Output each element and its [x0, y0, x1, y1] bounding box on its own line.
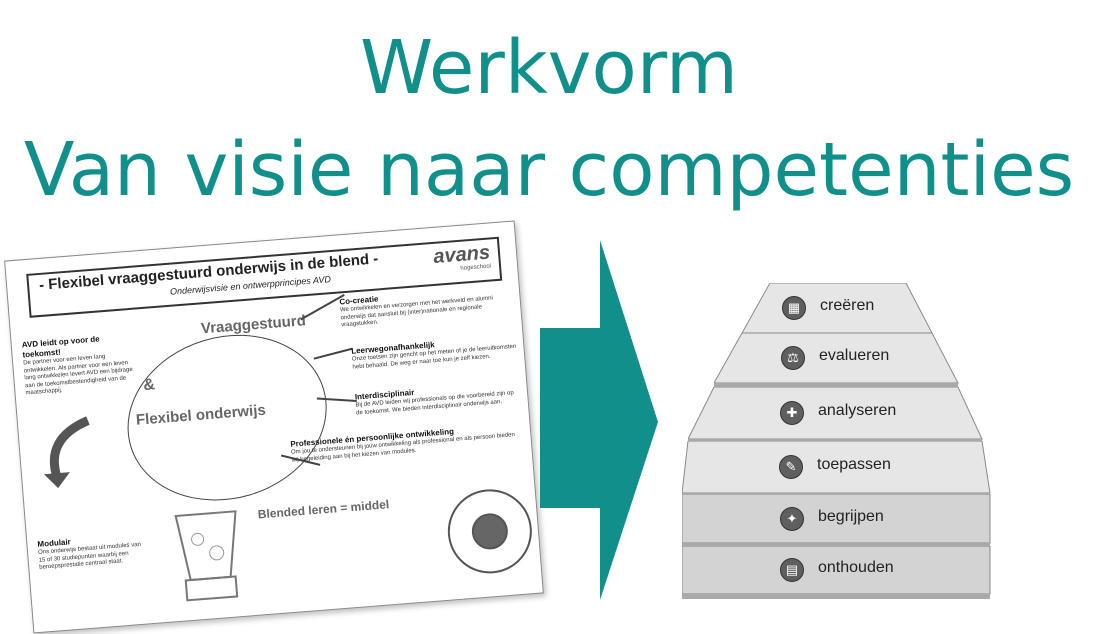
wrench-icon: ✎ — [779, 455, 803, 479]
poster-section-prof: Professionele én persoonlijke ontwikkeli… — [290, 426, 516, 464]
pyramid-level-label: onthouden — [818, 559, 894, 576]
poster-connector — [300, 294, 345, 320]
pyramid-level-label: toepassen — [817, 456, 891, 473]
poster-section-avd: AVD leidt op voor de toekomst!De partner… — [21, 334, 133, 397]
poster-vraaggestuurd: Vraaggestuurd — [200, 312, 307, 338]
pyramid-level-3: ✚ analyseren — [688, 387, 984, 445]
poster-image: - Flexibel vraaggestuurd onderwijs in de… — [4, 220, 544, 634]
scale-icon: ⚖ — [781, 346, 805, 370]
pyramid-level-6: ▤ onthouden — [682, 546, 992, 600]
poster-curved-arrow — [43, 416, 90, 489]
pyramid-level-5: ✦ begrijpen — [682, 494, 992, 549]
title-line-2: Van visie naar competenties — [23, 127, 1075, 213]
lightbulb-icon: ✦ — [780, 506, 804, 531]
pyramid-level-label: begrijpen — [818, 507, 884, 525]
create-icon: ▦ — [782, 296, 806, 320]
arrow-icon — [540, 240, 658, 600]
pyramid-level-2: ⚖ evalueren — [714, 333, 960, 389]
poster-logo-sub: hogeschool — [460, 263, 492, 272]
pyramid-level-label: evalueren — [819, 347, 890, 364]
pyramid-level-label: creëren — [820, 297, 875, 314]
poster-connector — [313, 347, 353, 360]
pyramid-level-shape — [714, 333, 959, 388]
book-icon: ▤ — [780, 558, 804, 582]
poster-blended: Blended leren = middel — [257, 497, 390, 522]
pyramid-level-shape — [682, 546, 991, 599]
pyramid-level-label: analyseren — [818, 402, 897, 419]
poster-amp: & — [142, 376, 156, 395]
pyramid-level-1: ▦ creëren — [742, 283, 934, 339]
title-line-1: Werkvorm — [360, 25, 738, 111]
pyramid-level-4: ✎ toepassen — [682, 441, 992, 499]
puzzle-icon: ✚ — [780, 401, 804, 425]
poster-blender-drawing — [174, 510, 239, 602]
